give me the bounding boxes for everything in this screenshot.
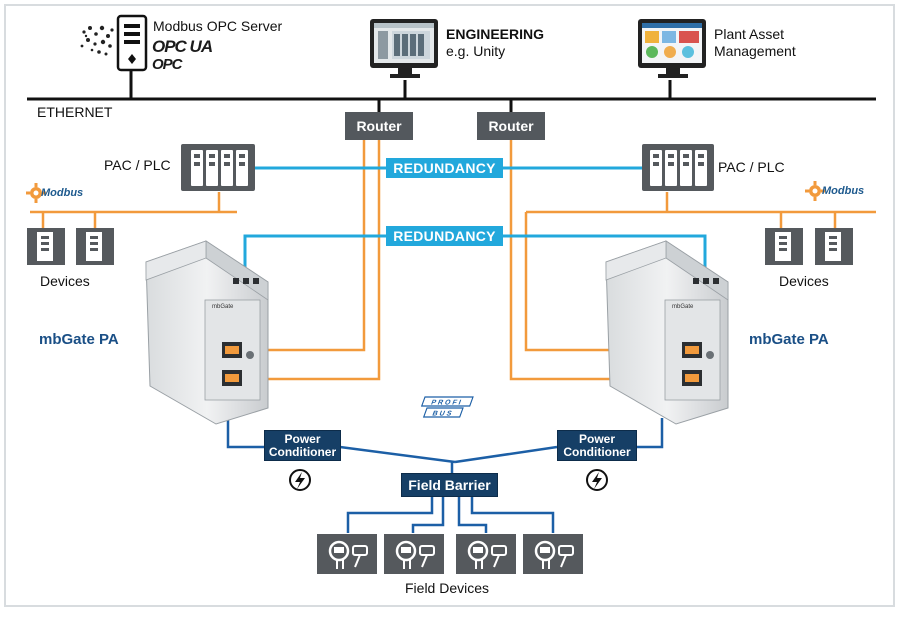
device-module-icons: [27, 228, 853, 265]
modbus-logo-icon-left: [26, 183, 46, 203]
opc-logo: OPC: [152, 56, 182, 73]
devices-left-label: Devices: [40, 273, 90, 289]
lightning-icon-right: [586, 469, 608, 491]
plant-asset-label: Plant Asset: [714, 26, 785, 42]
mbgate-left-label: mbGate PA: [39, 331, 119, 348]
mbgate-device-icon-left: mbGate: [145, 240, 269, 425]
mbgate-right-label: mbGate PA: [749, 331, 829, 348]
pac-plc-left-label: PAC / PLC: [104, 157, 171, 173]
engineering-label: ENGINEERING: [446, 26, 545, 42]
devices-right-label: Devices: [779, 273, 829, 289]
power-conditioner-right-line2: Conditioner: [563, 444, 631, 459]
field-instrument-icons: [317, 534, 583, 574]
lightning-icon-left: [289, 469, 311, 491]
svg-text:mbGate: mbGate: [212, 304, 234, 310]
svg-text:mbGate: mbGate: [672, 304, 694, 310]
power-conditioner-right-line1: Power: [578, 431, 615, 446]
server-icon: [80, 14, 148, 72]
opc-ua-logo: OPC UA: [152, 37, 213, 56]
redundancy-label-bottom: REDUNDANCY: [386, 226, 503, 246]
plant-asset-label-2: Management: [714, 43, 796, 59]
engineering-monitor-icon: [370, 19, 438, 78]
plant-asset-monitor-icon: [638, 19, 706, 78]
field-devices-label: Field Devices: [405, 580, 490, 596]
power-conditioner-left-line1: Power: [284, 431, 321, 446]
fieldbus-lines: [226, 418, 664, 533]
redundancy-label-top: REDUNDANCY: [386, 158, 503, 178]
opc-server-label: Modbus OPC Server: [153, 18, 283, 34]
svg-text:PROFI: PROFI: [430, 398, 465, 407]
power-conditioner-left-line2: Conditioner: [268, 444, 337, 459]
engineering-sub-label: e.g. Unity: [446, 43, 506, 59]
diagram-frame: [4, 4, 895, 607]
power-conditioner-left: Power Conditioner: [264, 430, 341, 461]
pac-plc-right-label: PAC / PLC: [718, 159, 785, 175]
router-right: Router: [477, 112, 545, 140]
plc-rack-icon-right: [642, 144, 714, 191]
modbus-label-left: Modbus: [41, 187, 84, 199]
power-conditioner-right: Power Conditioner: [557, 430, 637, 461]
profibus-logo-icon: PROFI BUS: [420, 396, 474, 418]
router-left: Router: [345, 112, 413, 140]
ethernet-label: ETHERNET: [37, 104, 113, 120]
modbus-label-right: Modbus: [822, 185, 865, 197]
modbus-logo-icon-right: [805, 181, 825, 201]
plc-rack-icon-left: [181, 144, 255, 191]
field-barrier-box: Field Barrier: [401, 473, 498, 497]
svg-text:BUS: BUS: [431, 409, 455, 418]
mbgate-device-icon-right: mbGate: [605, 240, 729, 425]
